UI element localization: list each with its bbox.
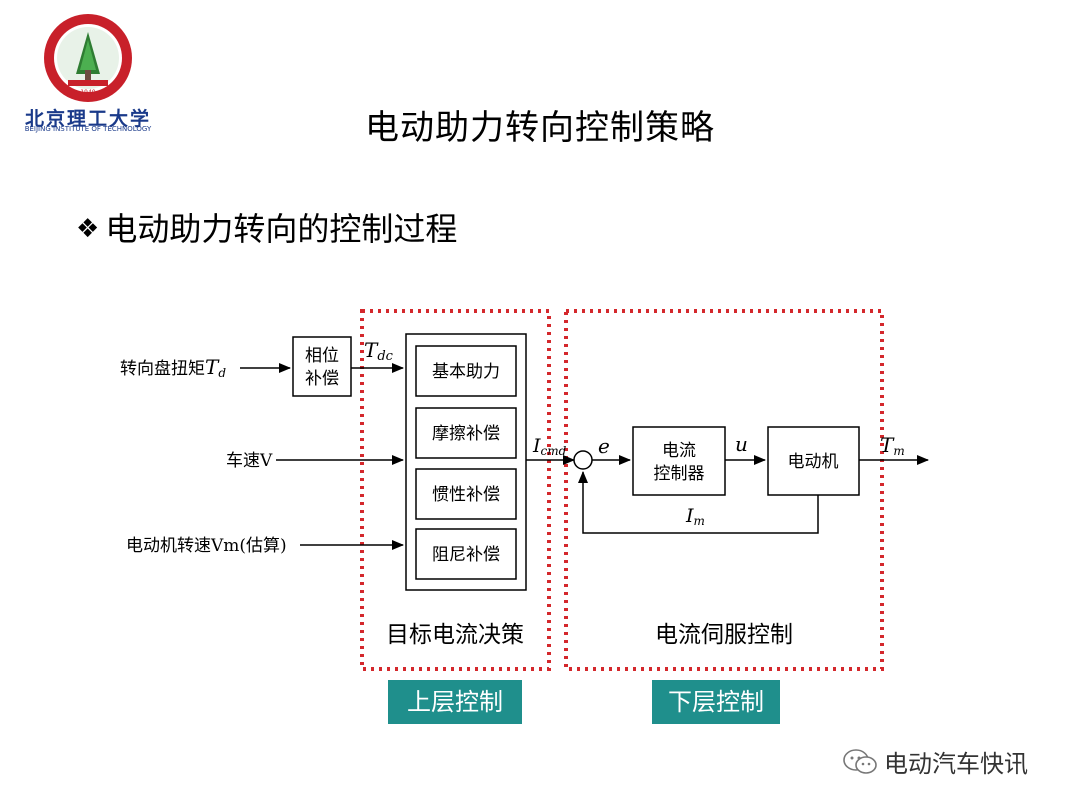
- friction-compensation-label: 摩擦补偿: [432, 424, 500, 444]
- inertia-compensation-label: 惯性补偿: [432, 485, 500, 505]
- bullet-point: ❖电动助力转向的控制过程: [76, 204, 457, 250]
- inertia-compensation-block: [415, 468, 517, 520]
- watermark: 电动汽车快讯: [842, 744, 1028, 779]
- svg-text:1940: 1940: [80, 89, 95, 96]
- current-controller-line2: 控制器: [654, 464, 705, 484]
- error-label: e: [598, 434, 610, 458]
- diamond-bullet-icon: ❖: [76, 214, 100, 244]
- basic-assist-block: [415, 345, 517, 397]
- steering-torque-label: 转向盘扭矩Td: [120, 355, 226, 380]
- phase-block-line1: 相位: [305, 346, 339, 366]
- university-logo: 1940 北京理工大学 BEIJING INSTITUTE OF TECHNOL…: [18, 12, 158, 134]
- motor-speed-label: 电动机转速Vm(估算): [126, 536, 287, 556]
- summing-junction: [573, 450, 593, 470]
- feedback-path: [578, 471, 819, 534]
- university-seal-icon: 1940: [44, 14, 132, 102]
- current-controller-line1: 电流: [662, 441, 696, 461]
- damping-compensation-label: 阻尼补偿: [432, 545, 500, 565]
- damping-compensation-block: [415, 528, 517, 580]
- logo-chinese-name: 北京理工大学: [24, 108, 151, 130]
- phase-compensation-block: [292, 336, 352, 397]
- current-controller-block: [632, 426, 726, 496]
- upper-group-label: 目标电流决策: [386, 622, 524, 648]
- lower-control-tag: 下层控制: [652, 680, 780, 724]
- im-label: Im: [685, 505, 705, 528]
- vehicle-speed-label: 车速V: [226, 451, 273, 471]
- u-label: u: [735, 432, 748, 456]
- bullet-text: 电动助力转向的控制过程: [105, 210, 458, 248]
- motor-label: 电动机: [788, 452, 839, 472]
- phase-block-line2: 补偿: [305, 369, 339, 389]
- logo-english-name: BEIJING INSTITUTE OF TECHNOLOGY: [24, 125, 152, 133]
- watermark-text: 电动汽车快讯: [884, 750, 1028, 778]
- friction-compensation-block: [415, 407, 517, 459]
- lower-group-border: [564, 309, 884, 671]
- wechat-icon: [842, 748, 878, 776]
- tm-label: Tm: [880, 433, 905, 458]
- icmd-label: Icmd: [532, 435, 567, 458]
- lower-group-label: 电流伺服控制: [655, 622, 793, 648]
- basic-assist-label: 基本助力: [432, 362, 500, 382]
- motor-block: [767, 426, 860, 496]
- tdc-label: Tdc: [364, 338, 394, 364]
- upper-control-tag: 上层控制: [388, 680, 522, 724]
- slide-title: 电动助力转向控制策略: [365, 108, 715, 148]
